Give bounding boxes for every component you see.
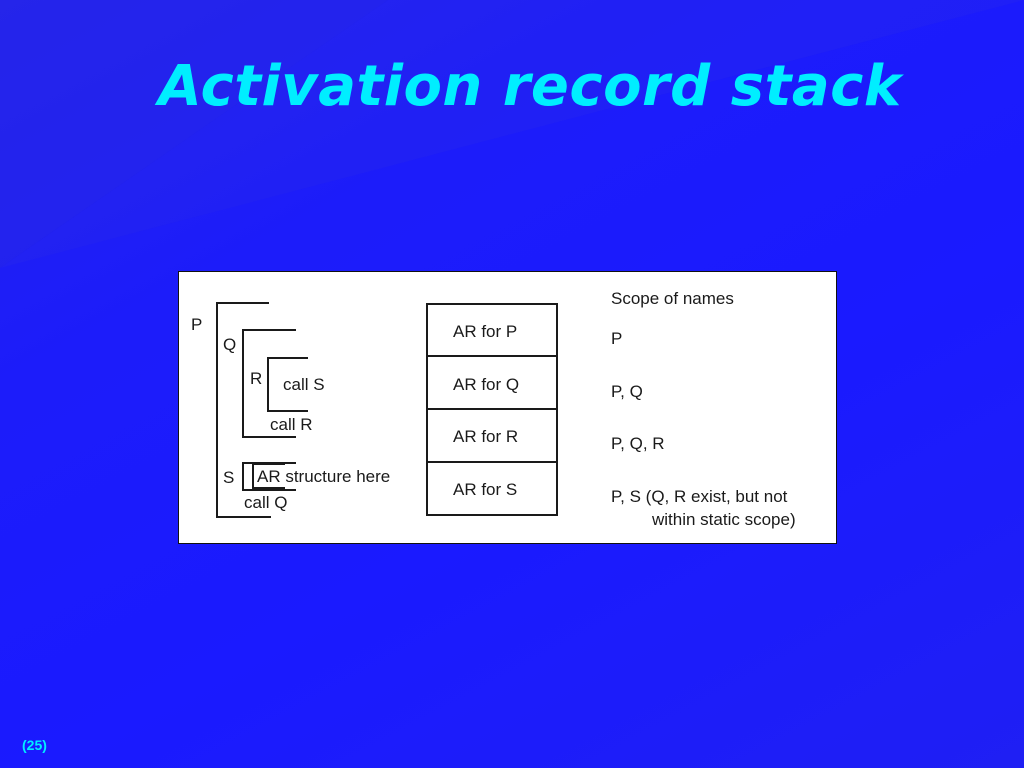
statement-ar-structure: AR structure here	[257, 467, 390, 486]
scope-row-s-continued: within static scope)	[651, 510, 796, 529]
bracket-p	[216, 302, 271, 518]
ar-stack-cell-q: AR for Q	[453, 375, 519, 394]
activation-record-figure: P Q R S call S call R AR structure here …	[178, 271, 837, 544]
bracket-q	[242, 329, 296, 438]
scope-row-s: P, S (Q, R exist, but not	[611, 487, 788, 506]
scope-row-q: P, Q	[611, 382, 643, 401]
slide-title: Activation record stack	[158, 54, 902, 119]
ar-structure-box	[252, 463, 285, 489]
statement-call-r: call R	[270, 415, 313, 434]
statement-call-q: call Q	[244, 493, 287, 512]
ar-stack-cell-r: AR for R	[453, 427, 518, 446]
ar-stack	[426, 303, 558, 516]
slide-number: (25)	[22, 737, 47, 753]
bracket-r	[267, 357, 308, 412]
label-s: S	[223, 468, 234, 487]
label-p: P	[191, 315, 202, 334]
activation-record-diagram: P Q R S call S call R AR structure here …	[191, 289, 796, 529]
statement-call-s: call S	[283, 375, 325, 394]
ar-stack-cell-p: AR for P	[453, 322, 517, 341]
label-r: R	[250, 369, 262, 388]
scope-row-r: P, Q, R	[611, 434, 665, 453]
scope-header: Scope of names	[611, 289, 734, 308]
scope-row-p: P	[611, 329, 622, 348]
ar-stack-cell-s: AR for S	[453, 480, 517, 499]
label-q: Q	[223, 335, 236, 354]
